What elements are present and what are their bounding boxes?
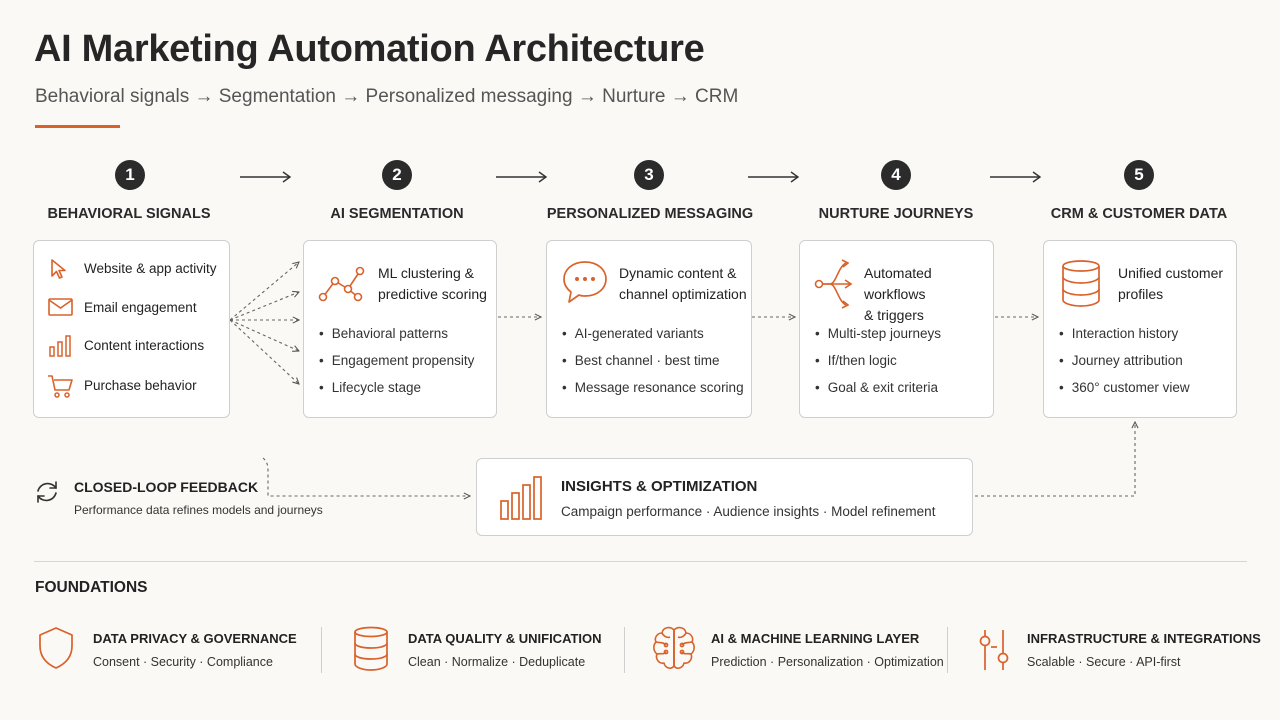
- messaging-bullet-1: AI-generated variants: [562, 326, 704, 341]
- foundation-quality-title: DATA QUALITY & UNIFICATION: [408, 631, 602, 646]
- foundation-privacy-title: DATA PRIVACY & GOVERNANCE: [93, 631, 297, 646]
- foundation-separator: [947, 627, 948, 673]
- step-1-label: BEHAVIORAL SIGNALS: [47, 206, 211, 222]
- insights-optimization-card: INSIGHTS & OPTIMIZATION Campaign perform…: [476, 458, 973, 536]
- cursor-icon: [51, 259, 66, 279]
- step-4-number: 4: [881, 160, 911, 190]
- database-icon: [354, 626, 388, 671]
- sliders-icon: [979, 630, 1009, 670]
- crm-bullet-3: 360° customer view: [1059, 380, 1190, 395]
- bar-chart-icon: [500, 476, 542, 520]
- shield-icon: [39, 627, 73, 669]
- chat-bubble-icon: [563, 261, 607, 303]
- page-subtitle: Behavioral signals → Segmentation → Pers…: [35, 86, 739, 107]
- brain-icon: [653, 626, 695, 669]
- nurture-heading: Automated workflows & triggers: [864, 263, 994, 326]
- feedback-connectors: [262, 422, 1135, 496]
- segmentation-bullet-2: Engagement propensity: [319, 353, 475, 368]
- nurture-bullet-1: Multi-step journeys: [815, 326, 941, 341]
- foundation-quality-subtitle: Clean · Normalize · Deduplicate: [408, 655, 586, 669]
- nurture-heading-text: Automated workflows & triggers: [864, 265, 932, 323]
- foundation-ai-ml-subtitle: Prediction · Personalization · Optimizat…: [711, 655, 944, 669]
- segmentation-heading-text: ML clustering & predictive scoring: [378, 265, 487, 302]
- segmentation-heading: ML clustering & predictive scoring: [378, 263, 493, 305]
- messaging-bullet-3: Message resonance scoring: [562, 380, 744, 395]
- step-1-number: 1: [115, 160, 145, 190]
- title-accent-line: [35, 125, 120, 128]
- signal-email: Email engagement: [84, 300, 197, 315]
- personalized-messaging-card: Dynamic content & channel optimization A…: [546, 240, 752, 418]
- foundation-privacy-subtitle: Consent · Security · Compliance: [93, 655, 273, 669]
- ai-segmentation-card: ML clustering & predictive scoring Behav…: [303, 240, 497, 418]
- messaging-bullet-2: Best channel · best time: [562, 353, 720, 368]
- foundations-divider: [34, 561, 1247, 562]
- foundation-infrastructure-title: INFRASTRUCTURE & INTEGRATIONS: [1027, 631, 1261, 646]
- signal-website-app: Website & app activity: [84, 261, 217, 276]
- refresh-icon: [37, 481, 57, 503]
- crm-bullet-1: Interaction history: [1059, 326, 1179, 341]
- segmentation-bullet-3: Lifecycle stage: [319, 380, 421, 395]
- crm-customer-data-card: Unified customer profiles Interaction hi…: [1043, 240, 1237, 418]
- database-icon: [1062, 260, 1100, 307]
- signal-content: Content interactions: [84, 338, 205, 353]
- crm-bullet-2: Journey attribution: [1059, 353, 1183, 368]
- messaging-heading-text: Dynamic content & channel optimization: [619, 265, 747, 302]
- step-3-number: 3: [634, 160, 664, 190]
- step-4-label: NURTURE JOURNEYS: [818, 206, 974, 222]
- step-2-number: 2: [382, 160, 412, 190]
- bar-chart-icon: [49, 335, 71, 357]
- insights-subtitle: Campaign performance · Audience insights…: [561, 504, 936, 519]
- segmentation-bullet-1: Behavioral patterns: [319, 326, 448, 341]
- fanout-arrows: [229, 262, 299, 384]
- foundation-ai-ml-title: AI & MACHINE LEARNING LAYER: [711, 631, 920, 646]
- foundation-separator: [321, 627, 322, 673]
- insights-title: INSIGHTS & OPTIMIZATION: [561, 478, 758, 495]
- signal-purchase: Purchase behavior: [84, 378, 197, 393]
- branching-flow-icon: [814, 259, 853, 309]
- feedback-title: CLOSED-LOOP FEEDBACK: [74, 479, 259, 495]
- nurture-bullet-2: If/then logic: [815, 353, 897, 368]
- email-icon: [48, 298, 73, 316]
- messaging-heading: Dynamic content & channel optimization: [619, 263, 749, 305]
- foundation-infrastructure-subtitle: Scalable · Secure · API-first: [1027, 655, 1181, 669]
- page-title: AI Marketing Automation Architecture: [34, 28, 705, 70]
- step-5-label: CRM & CUSTOMER DATA: [1050, 206, 1228, 222]
- crm-heading: Unified customer profiles: [1118, 263, 1233, 305]
- feedback-subtitle: Performance data refines models and jour…: [74, 503, 323, 517]
- shopping-cart-icon: [48, 375, 73, 398]
- step-5-number: 5: [1124, 160, 1154, 190]
- foundations-title: FOUNDATIONS: [35, 579, 148, 596]
- step-arrows: [240, 171, 1042, 183]
- foundation-separator: [624, 627, 625, 673]
- nurture-bullet-3: Goal & exit criteria: [815, 380, 938, 395]
- behavioral-signals-card: Website & app activity Email engagement …: [33, 240, 230, 418]
- network-nodes-icon: [318, 266, 365, 302]
- crm-heading-text: Unified customer profiles: [1118, 265, 1224, 302]
- step-3-label: PERSONALIZED MESSAGING: [546, 206, 754, 222]
- step-2-label: AI SEGMENTATION: [330, 206, 464, 222]
- nurture-journeys-card: Automated workflows & triggers Multi-ste…: [799, 240, 994, 418]
